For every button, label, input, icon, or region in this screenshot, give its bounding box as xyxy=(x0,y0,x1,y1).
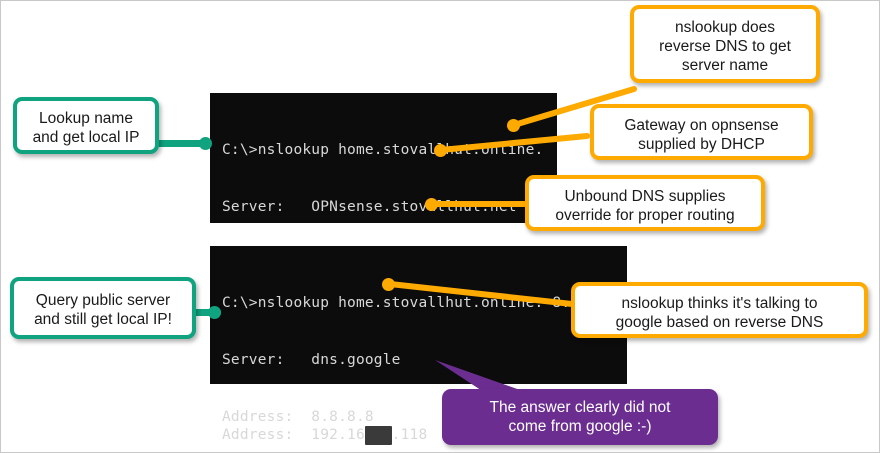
connector-dot-google-rdns xyxy=(382,278,395,291)
callout-line: server name xyxy=(681,57,769,74)
connector-lookup-local xyxy=(153,140,209,147)
callout-unbound-override: Unbound DNS supplies override for proper… xyxy=(525,175,765,231)
terminal-line-suffix: .118 xyxy=(391,427,428,443)
terminal-line-prefix: Address: 192.16 xyxy=(222,427,365,443)
callout-line: Gateway on opnsense xyxy=(624,117,779,134)
connector-dot-lookup-local xyxy=(199,137,212,150)
callout-google-reverse-dns: nslookup thinks it's talking to google b… xyxy=(571,282,868,338)
redaction-block xyxy=(364,426,392,445)
callout-reverse-dns: nslookup does reverse DNS to get server … xyxy=(630,5,820,83)
connector-query-public xyxy=(191,309,221,316)
callout-line: and still get local IP! xyxy=(34,311,172,328)
callout-line: override for proper routing xyxy=(555,207,735,224)
connector-dot-reverse-dns xyxy=(507,119,520,132)
callout-line: come from google :-) xyxy=(508,418,652,435)
callout-gateway-dhcp: Gateway on opnsense supplied by DHCP xyxy=(590,104,813,160)
callout-not-from-google: The answer clearly did not come from goo… xyxy=(442,389,718,445)
callout-line: nslookup does xyxy=(675,19,775,36)
terminal-line-redacted: Address: 192.16 .118 xyxy=(222,426,545,445)
terminal-line: Server: dns.google xyxy=(222,352,401,368)
callout-line: Query public server xyxy=(35,292,171,309)
callout-line: reverse DNS to get xyxy=(659,38,791,55)
callout-line: The answer clearly did not xyxy=(489,399,671,416)
connector-dot-gateway-dhcp xyxy=(434,144,447,157)
callout-line: google based on reverse DNS xyxy=(615,314,824,331)
terminal-nslookup-google-dns: C:\>nslookup home.stovallhut.online. 8.8… xyxy=(210,246,627,425)
connector-dot-query-public xyxy=(208,306,221,319)
connector-gateway-dhcp xyxy=(435,128,595,156)
callout-line: Unbound DNS supplies xyxy=(564,188,726,205)
callout-line: Lookup name xyxy=(39,110,133,127)
callout-line: nslookup thinks it's talking to xyxy=(621,295,818,312)
connector-google-rdns xyxy=(384,276,579,311)
connector-unbound xyxy=(429,201,531,207)
connector-reverse-dns xyxy=(506,79,642,131)
callout-lookup-local-ip: Lookup name and get local IP xyxy=(13,97,159,154)
callout-query-public-server: Query public server and still get local … xyxy=(10,277,196,339)
terminal-line: Address: 8.8.8.8 xyxy=(222,409,374,425)
callout-line: and get local IP xyxy=(32,129,140,146)
connector-not-from-google xyxy=(433,358,543,398)
callout-line: supplied by DHCP xyxy=(638,136,765,153)
connector-dot-unbound xyxy=(425,198,438,211)
